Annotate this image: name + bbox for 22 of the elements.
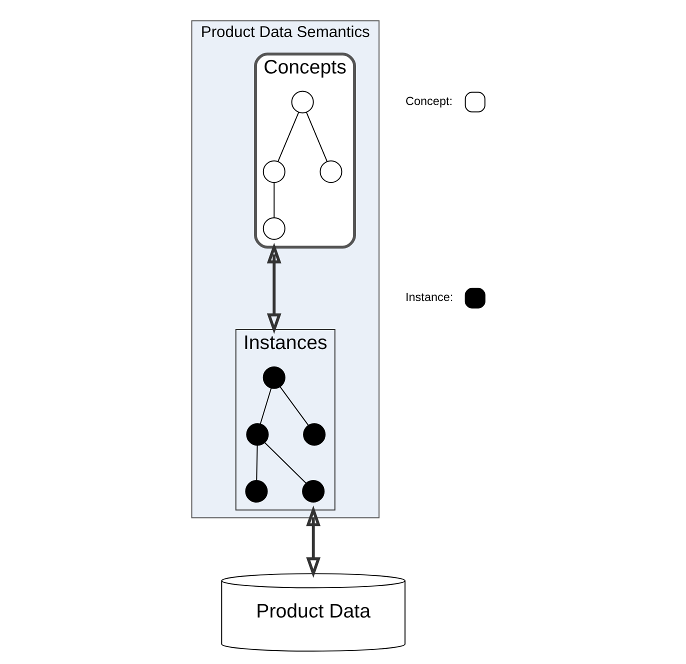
connector bbox=[274, 182, 275, 218]
node-circle bbox=[246, 423, 269, 446]
node-circle bbox=[291, 90, 314, 114]
connector bbox=[280, 386, 309, 426]
cluster: Instances bbox=[235, 329, 336, 510]
node-circle bbox=[262, 160, 286, 183]
node-circle bbox=[302, 480, 325, 503]
node-circle bbox=[320, 160, 342, 183]
cluster: Concepts bbox=[254, 52, 356, 249]
node-circle bbox=[262, 217, 286, 240]
connector bbox=[256, 444, 258, 481]
connector bbox=[260, 388, 272, 425]
node-circle bbox=[262, 366, 286, 389]
arrow bbox=[266, 242, 282, 334]
arrow bbox=[306, 506, 321, 578]
node-circle bbox=[303, 423, 326, 446]
connector bbox=[306, 112, 328, 162]
connector bbox=[278, 112, 300, 162]
connector bbox=[264, 442, 306, 484]
legend-label: Concept: bbox=[406, 95, 453, 108]
legend-label: Instance: bbox=[406, 291, 454, 304]
node-circle bbox=[245, 480, 268, 503]
